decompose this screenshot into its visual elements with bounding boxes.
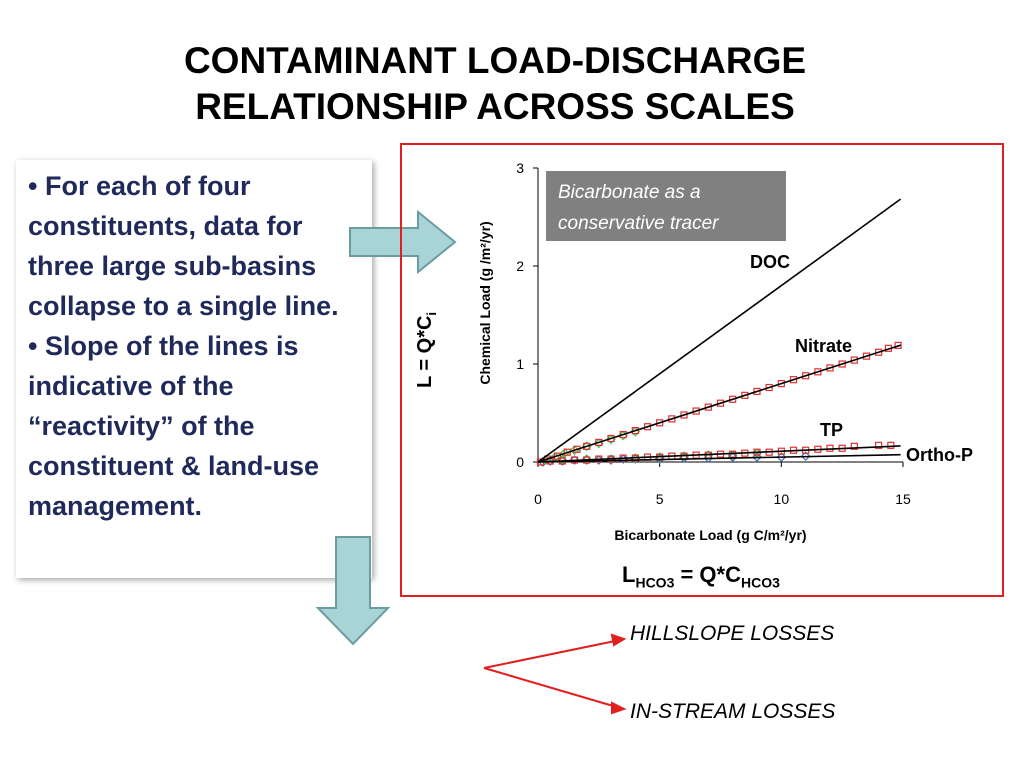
bicarbonate-equation: LHCO3 = Q*CHCO3 <box>622 562 780 591</box>
data-point-nitrate <box>894 341 902 349</box>
trend-line-tp <box>537 445 901 463</box>
bullet-item-2: • Slope of the lines is indicative of th… <box>28 331 320 521</box>
x-tick-label: 5 <box>656 491 664 507</box>
data-point-nitrate <box>765 383 773 392</box>
data-point-nitrate <box>631 427 639 435</box>
data-point-nitrate <box>777 380 785 388</box>
series-label-doc: DOC <box>750 252 790 272</box>
data-point-nitrate <box>850 356 858 364</box>
data-point-nitrate <box>643 423 652 431</box>
trend-line-doc <box>537 198 902 463</box>
data-point-nitrate <box>668 415 676 423</box>
data-point-nitrate <box>656 419 664 427</box>
series-label-nitrate: Nitrate <box>795 336 852 356</box>
data-point-nitrate <box>729 395 737 403</box>
x-axis-label: Bicarbonate Load (g C/m²/yr) <box>614 527 806 543</box>
series-label-ortho-p: Ortho-P <box>906 445 973 465</box>
bullet-item-1: • For each of four constituents, data fo… <box>28 171 339 321</box>
data-point-nitrate <box>789 376 798 384</box>
data-point-nitrate <box>875 348 883 356</box>
red-fork-arrows-icon <box>483 633 627 715</box>
data-point-nitrate <box>692 407 700 415</box>
block-arrow-down-icon <box>315 536 391 646</box>
data-point-tp <box>887 441 895 449</box>
hillslope-losses-label: HILLSLOPE LOSSES <box>630 622 835 645</box>
block-arrow-right-icon <box>349 209 457 275</box>
data-point-nitrate <box>741 391 749 399</box>
tracer-note-line-1: Bicarbonate as a <box>558 182 701 203</box>
data-point-blue <box>776 452 787 462</box>
data-point-nitrate <box>583 442 591 450</box>
data-point-nitrate <box>814 368 822 376</box>
title-line-2: RELATIONSHIP ACROSS SCALES <box>195 86 795 127</box>
slide-title: CONTAMINANT LOAD-DISCHARGE RELATIONSHIP … <box>100 38 890 130</box>
data-point-nitrate <box>862 352 871 360</box>
data-point-nitrate <box>716 399 725 407</box>
y-tick-label: 1 <box>516 356 524 372</box>
trend-line-nitrate <box>537 344 901 463</box>
y-axis-label: Chemical Load (g /m²/yr) <box>477 221 493 384</box>
data-point-nitrate <box>607 434 615 443</box>
data-point-nitrate <box>595 438 603 446</box>
data-point-nitrate <box>619 430 627 439</box>
trend-line-ortho-p <box>537 453 901 463</box>
y-tick-label: 0 <box>516 454 524 470</box>
y-tick-label: 3 <box>516 160 524 176</box>
data-point-nitrate <box>680 411 688 419</box>
data-point-nitrate <box>802 372 810 380</box>
data-point-tp <box>875 441 883 449</box>
x-tick-label: 10 <box>774 491 790 507</box>
chart-frame <box>400 143 1004 597</box>
data-point-nitrate <box>826 364 834 372</box>
data-point-nitrate <box>704 403 712 411</box>
series-label-tp: TP <box>820 420 843 440</box>
tracer-note-line-2: conservative tracer <box>558 213 719 234</box>
data-point-nitrate <box>838 360 846 368</box>
bullet-text-box: • For each of four constituents, data fo… <box>16 160 372 578</box>
title-line-1: CONTAMINANT LOAD-DISCHARGE <box>183 40 807 81</box>
data-point-tp <box>850 442 858 450</box>
y-tick-label: 2 <box>516 258 524 274</box>
data-point-nitrate <box>753 387 761 396</box>
in-stream-losses-label: IN-STREAM LOSSES <box>630 700 836 723</box>
data-point-blue <box>800 451 811 461</box>
tracer-note-box <box>546 171 786 241</box>
x-tick-label: 0 <box>534 491 542 507</box>
x-tick-label: 15 <box>895 491 911 507</box>
